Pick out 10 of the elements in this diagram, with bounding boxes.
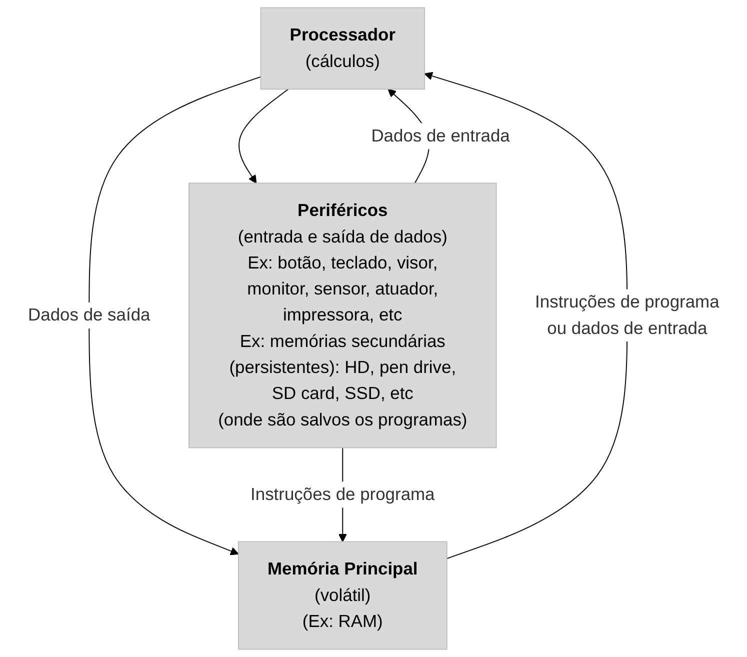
- node-box: Processador (cálculos): [260, 7, 425, 90]
- edge-label: Instruções de programa ou dados de entrada: [534, 292, 720, 338]
- arrow: [238, 88, 289, 184]
- edge-label: Dados de entrada: [371, 126, 510, 146]
- node-box: Memória Principal (volátil) (Ex: RAM): [238, 541, 448, 650]
- node-box: Periféricos (entrada e saída de dados) Ex: botão, teclado, visor, monitor, sensor, atuador, impressora, etc Ex: memórias secundárias (persistentes): HD, pen drive, SD card, SSD, etc (onde são salvos os programas): [188, 182, 497, 448]
- arrow: [424, 72, 628, 560]
- edge-label: Instruções de programa: [250, 484, 435, 504]
- edge-label: Dados de saída: [28, 305, 150, 325]
- arrow: [88, 76, 262, 556]
